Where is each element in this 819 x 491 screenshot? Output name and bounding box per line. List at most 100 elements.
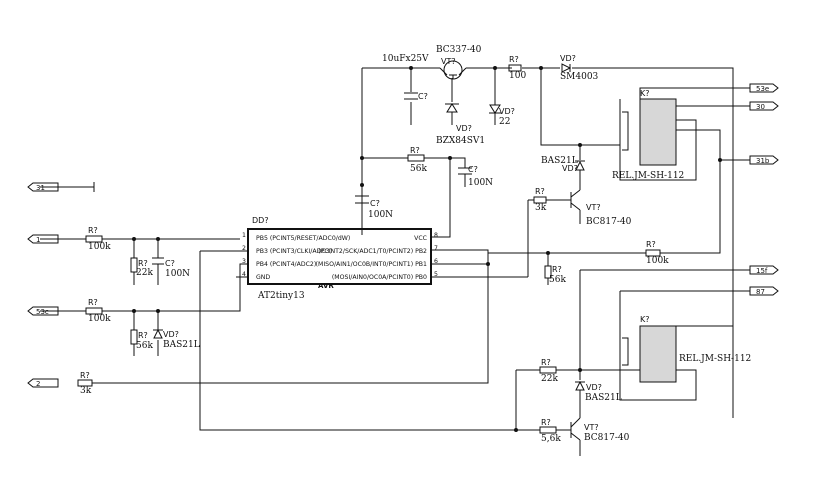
diode-bas21-upper: BAS21L VD?	[541, 156, 585, 173]
resistor-100-top: R? 100	[508, 55, 526, 81]
resistor-5k6-low-value: 5,6k	[541, 434, 561, 444]
diode-bas21-in53c-ref: VD?	[163, 330, 179, 339]
resistor-22k-low: R? 22k	[539, 358, 558, 384]
mcu-logo: AVR	[318, 282, 334, 290]
resistor-56k-in53c-ref: R?	[138, 331, 148, 340]
diode-bas21-in53c-value: BAS21L	[163, 340, 200, 350]
mcu-ref: DD?	[252, 216, 269, 225]
diode-bas21-upper-ref: VD?	[562, 164, 578, 173]
resistor-22k-in1-value: 22k	[136, 268, 153, 278]
connector-53c-label: 53c	[36, 308, 49, 316]
diode-sm4003: VD? SM4003	[560, 54, 599, 82]
resistor-100k-in1-ref: R?	[88, 226, 98, 235]
diode-bas21-in53c: VD? BAS21L	[153, 328, 200, 350]
cap-100n-right-value: 100N	[468, 178, 493, 188]
connector-31b-label: 31b	[756, 157, 770, 165]
connector-31b: 31b	[749, 155, 779, 165]
mcu-pin7-num: 7	[434, 245, 438, 252]
resistor-3k-in2: R? 3k	[77, 371, 93, 396]
mcu-pin7-name: (PCINT2/SCK/ADC1/T0/PCINT2) PB2	[318, 248, 427, 255]
mcu-pin3-name: PB4 (PCINT4/ADC2)	[256, 261, 316, 268]
diode-bas21-lower: VD? BAS21L	[575, 380, 622, 403]
mcu-part: AT2tiny13	[257, 291, 305, 301]
diode-bas21-lower-ref: VD?	[586, 383, 602, 392]
resistor-56k-top-ref: R?	[410, 146, 420, 155]
diode-bas21-upper-value: BAS21L	[541, 156, 578, 166]
connector-87-label: 87	[756, 288, 765, 296]
mcu-pin4-num: 4	[242, 271, 246, 278]
junctions	[132, 66, 722, 432]
connector-15f: 15f	[749, 265, 779, 275]
resistor-100k-pb1: R? 100k	[645, 240, 669, 266]
resistor-100k-in53c-value: 100k	[88, 314, 111, 324]
connector-30: 30	[749, 101, 779, 111]
diode-bas21-lower-value: BAS21L	[585, 393, 622, 403]
resistor-56k-pb0: R? 56k	[544, 265, 566, 285]
mcu-attiny13: DD? AT2tiny13 AVR 1 2 3 4 PB5 (PCINT5/RE…	[242, 216, 438, 301]
cap-10uf-value: 10uFx25V	[382, 54, 429, 64]
relay-upper-value: REL.JM-SH-112	[612, 171, 684, 181]
mcu-pin6-num: 6	[434, 258, 438, 265]
transistor-bc817-mid-value: BC817-40	[586, 217, 632, 227]
diode-sm4003-value: SM4003	[560, 72, 599, 82]
connector-87: 87	[749, 286, 779, 296]
mcu-pin1-name: PB5 (PCINT5/RESET/ADC0/dW)	[256, 235, 350, 242]
resistor-3k-mid-ref: R?	[535, 187, 545, 196]
mcu-pin5-num: 5	[434, 271, 438, 278]
transistor-bc817-low-value: BC817-40	[584, 433, 630, 443]
connector-2-label: 2	[36, 380, 40, 388]
mcu-pin2-name: PB3 (PCINT3/CLKI/ADC3)	[256, 248, 332, 255]
resistor-3k-mid-value: 3k	[535, 203, 547, 213]
transistor-bc337-value: BC337-40	[436, 45, 482, 55]
cap-100n-in1-ref: C?	[165, 259, 175, 268]
connector-2: 2	[27, 378, 59, 388]
cap-10uf-ref: C?	[418, 92, 428, 101]
zener-bzx84: VD? BZX84SV1	[436, 103, 485, 146]
connector-31: 31	[27, 182, 59, 192]
resistor-100-value: 100	[509, 71, 526, 81]
relay-lower-ref: K?	[640, 315, 650, 324]
cap-100n-in1: C? 100N	[152, 257, 190, 279]
mcu-pin3-num: 3	[242, 258, 246, 265]
resistor-100k-in53c: R? 100k	[85, 298, 111, 324]
connector-30-label: 30	[756, 103, 765, 111]
resistor-56k-top: R? 56k	[407, 146, 427, 174]
zener-22-ref: VD?	[499, 107, 515, 116]
relay-lower-value: REL.JM-SH-112	[679, 354, 751, 364]
resistor-100k-pb1-ref: R?	[646, 240, 656, 249]
transistor-bc337: BC337-40 VT?	[436, 45, 482, 80]
resistor-100-ref: R?	[509, 55, 519, 64]
relay-lower: K? REL.JM-SH-112	[622, 315, 751, 383]
resistor-100k-pb1-value: 100k	[646, 256, 669, 266]
resistor-100k-in53c-ref: R?	[88, 298, 98, 307]
mcu-pin4-name: GND	[256, 274, 270, 281]
mcu-pin6-name: (MISO/AIN1/OC0B/INT0/PCINT1) PB1	[316, 261, 427, 268]
cap-100n-vcc-value: 100N	[368, 210, 393, 220]
connector-1-label: 1	[36, 236, 40, 244]
resistor-56k-pb0-ref: R?	[552, 265, 562, 274]
resistor-22k-low-value: 22k	[541, 374, 558, 384]
relay-upper: K? REL.JM-SH-112	[612, 89, 684, 181]
mcu-pin8-name: VCC	[414, 235, 427, 242]
resistor-56k-top-value: 56k	[410, 164, 427, 174]
mcu-pin8-num: 8	[434, 232, 438, 239]
mcu-pin5-name: (MOSI/AIN0/OC0A/PCINT0) PB0	[332, 274, 427, 281]
resistor-100k-in1: R? 100k	[85, 226, 111, 252]
cap-100n-right-ref: C?	[468, 165, 478, 174]
resistor-22k-low-ref: R?	[541, 358, 551, 367]
resistor-3k-mid: R? 3k	[533, 187, 547, 213]
connector-53c: 53c	[27, 306, 59, 316]
zener-bzx84-value: BZX84SV1	[436, 136, 485, 146]
relay-upper-ref: K?	[640, 89, 650, 98]
resistor-100k-in1-value: 100k	[88, 242, 111, 252]
resistor-56k-in53c: R? 56k	[130, 329, 153, 351]
transistor-bc337-ref: VT?	[441, 57, 456, 66]
zener-22-value: 22	[499, 117, 510, 127]
mcu-pin1-num: 1	[242, 232, 246, 239]
zener-22: VD? 22	[489, 104, 515, 127]
cap-100n-in1-value: 100N	[165, 269, 190, 279]
diode-sm4003-ref: VD?	[560, 54, 576, 63]
connector-53e-label: 53e	[756, 85, 769, 93]
transistor-bc817-low: VT? BC817-40	[570, 417, 630, 443]
